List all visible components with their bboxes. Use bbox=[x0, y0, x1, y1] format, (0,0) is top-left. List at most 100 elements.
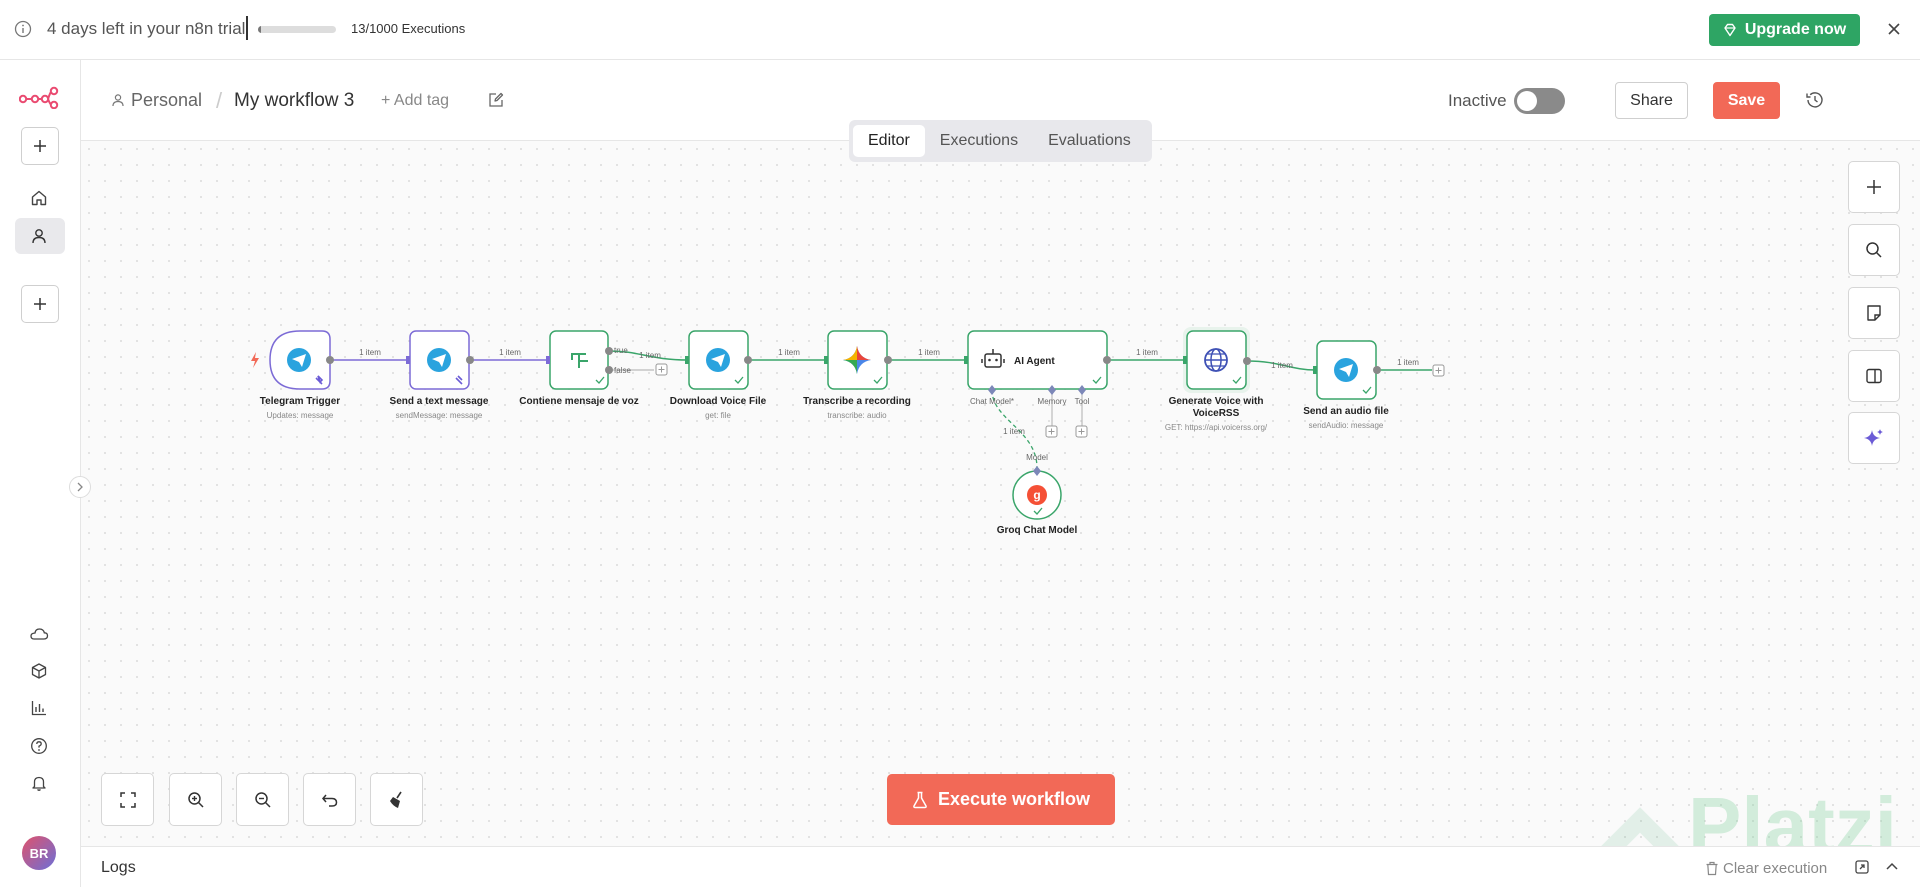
node-title: Download Voice File bbox=[670, 396, 767, 407]
pop-out-icon[interactable] bbox=[1854, 859, 1870, 875]
edge-labels: 1 item 1 item 1 item 1 item 1 item 1 ite… bbox=[359, 346, 1419, 462]
share-button[interactable]: Share bbox=[1615, 82, 1688, 119]
tab-editor[interactable]: Editor bbox=[853, 125, 925, 157]
node-download-voice-file[interactable] bbox=[688, 330, 749, 390]
logs-title: Logs bbox=[101, 859, 136, 876]
toggle-panel-button[interactable] bbox=[1848, 350, 1900, 402]
branch-true-label: true bbox=[614, 346, 628, 355]
sidebar-item-home[interactable] bbox=[28, 187, 50, 209]
zoom-in-button[interactable] bbox=[169, 773, 222, 826]
node-title: Send an audio file bbox=[1303, 406, 1389, 417]
add-node-endpoints[interactable] bbox=[655, 363, 1445, 438]
history-icon[interactable] bbox=[1804, 89, 1826, 111]
bar-chart-icon bbox=[31, 701, 46, 716]
toggle-knob bbox=[1517, 91, 1537, 111]
workflow-title[interactable]: My workflow 3 bbox=[234, 90, 355, 111]
edge-label: 1 item bbox=[918, 348, 940, 357]
sidebar-item-help[interactable] bbox=[28, 735, 50, 757]
edge-label: 1 item bbox=[1136, 348, 1158, 357]
edge-label: 1 item bbox=[1397, 358, 1419, 367]
edge-label: 1 item bbox=[359, 348, 381, 357]
add-node-button[interactable] bbox=[1848, 161, 1900, 213]
node-subtitle: sendAudio: message bbox=[1309, 421, 1384, 430]
sticky-note-icon bbox=[1867, 305, 1881, 321]
info-icon bbox=[14, 20, 32, 38]
undo-button[interactable] bbox=[303, 773, 356, 826]
n8n-logo-icon[interactable] bbox=[19, 85, 59, 109]
clear-execution-button[interactable]: Clear execution bbox=[1705, 860, 1827, 877]
chevron-up-icon[interactable] bbox=[1884, 859, 1900, 875]
close-icon[interactable] bbox=[1884, 19, 1904, 39]
sidebar-item-insights[interactable] bbox=[28, 697, 50, 719]
sidebar-item-notifications[interactable] bbox=[28, 772, 50, 794]
node-title: Contiene mensaje de voz bbox=[519, 396, 638, 407]
edge-if-true-to-download bbox=[608, 350, 689, 361]
executions-count: 13/1000 Executions bbox=[351, 21, 466, 36]
connection-handles[interactable] bbox=[326, 347, 1381, 476]
breadcrumb-separator: / bbox=[216, 88, 223, 113]
chevron-right-icon bbox=[77, 482, 83, 492]
agent-input-tool: Tool bbox=[1075, 397, 1090, 406]
node-contiene-mensaje-de-voz[interactable] bbox=[549, 330, 609, 390]
gem-icon bbox=[1724, 23, 1736, 37]
node-subtitle: GET: https://api.voicerss.org/ bbox=[1165, 423, 1268, 432]
edge-label: 1 item bbox=[499, 348, 521, 357]
breadcrumb-project[interactable]: Personal bbox=[131, 90, 203, 110]
avatar[interactable]: BR bbox=[22, 836, 56, 870]
tidy-up-button[interactable] bbox=[370, 773, 423, 826]
edit-description-icon[interactable] bbox=[487, 91, 505, 109]
tab-evaluations[interactable]: Evaluations bbox=[1048, 132, 1131, 149]
groq-icon: g bbox=[1033, 488, 1040, 502]
node-send-text-message[interactable] bbox=[409, 330, 470, 390]
edge-label: 1 item bbox=[778, 348, 800, 357]
sidebar-personal-icon-wrap[interactable] bbox=[28, 225, 50, 247]
help-icon bbox=[31, 738, 47, 754]
executions-progress-bar bbox=[258, 26, 336, 33]
trial-text: 4 days left in your n8n trial bbox=[47, 19, 246, 38]
node-title: Generate Voice with bbox=[1169, 396, 1264, 407]
broom-icon bbox=[389, 791, 402, 808]
activation-status-label: Inactive bbox=[1448, 91, 1507, 110]
panel-icon bbox=[1866, 368, 1882, 384]
tab-executions[interactable]: Executions bbox=[939, 132, 1019, 149]
fit-view-button[interactable] bbox=[101, 773, 154, 826]
node-transcribe-a-recording[interactable] bbox=[827, 330, 888, 390]
agent-input-chat-model: Chat Model* bbox=[970, 397, 1014, 406]
execute-workflow-label: Execute workflow bbox=[937, 789, 1091, 809]
clear-execution-label: Clear execution bbox=[1723, 860, 1828, 877]
activation-toggle[interactable] bbox=[1514, 88, 1565, 114]
node-subtitle: sendMessage: message bbox=[396, 411, 483, 420]
search-nodes-button[interactable] bbox=[1848, 224, 1900, 276]
undo-icon bbox=[321, 794, 337, 807]
flask-icon bbox=[913, 791, 927, 808]
sticky-note-button[interactable] bbox=[1848, 287, 1900, 339]
edge-label: 1 item bbox=[1271, 361, 1293, 370]
node-send-an-audio-file[interactable] bbox=[1316, 340, 1377, 400]
logs-panel-bar[interactable]: Logs Clear execution bbox=[81, 846, 1920, 887]
node-title-line2: VoiceRSS bbox=[1193, 408, 1240, 419]
workflow-canvas[interactable] bbox=[81, 141, 1920, 846]
node-subtitle: get: file bbox=[705, 411, 731, 420]
sidebar-item-cloud[interactable] bbox=[28, 623, 50, 645]
sidebar-item-templates[interactable] bbox=[28, 660, 50, 682]
node-subtitle: transcribe: audio bbox=[827, 411, 887, 420]
upgrade-now-button[interactable]: Upgrade now bbox=[1709, 14, 1860, 46]
add-tag-button[interactable]: + Add tag bbox=[381, 92, 450, 109]
ai-assistant-button[interactable] bbox=[1848, 412, 1900, 464]
add-project-button[interactable] bbox=[21, 285, 59, 323]
save-button[interactable]: Save bbox=[1713, 82, 1780, 119]
package-icon bbox=[31, 663, 47, 679]
node-title: Send a text message bbox=[390, 396, 489, 407]
node-generate-voice-with-voicerss[interactable] bbox=[1183, 327, 1250, 393]
zoom-out-button[interactable] bbox=[236, 773, 289, 826]
sidebar-collapse-button[interactable] bbox=[69, 476, 91, 498]
node-groq-chat-model[interactable]: g bbox=[1012, 470, 1062, 520]
create-button[interactable] bbox=[21, 127, 59, 165]
execute-workflow-button[interactable]: Execute workflow bbox=[887, 774, 1115, 825]
banner-divider bbox=[246, 16, 248, 40]
node-telegram-trigger[interactable] bbox=[269, 330, 331, 390]
user-icon bbox=[32, 229, 46, 244]
user-icon bbox=[112, 94, 124, 107]
node-subtitle: Updates: message bbox=[267, 411, 334, 420]
node-title: Groq Chat Model bbox=[997, 525, 1078, 536]
